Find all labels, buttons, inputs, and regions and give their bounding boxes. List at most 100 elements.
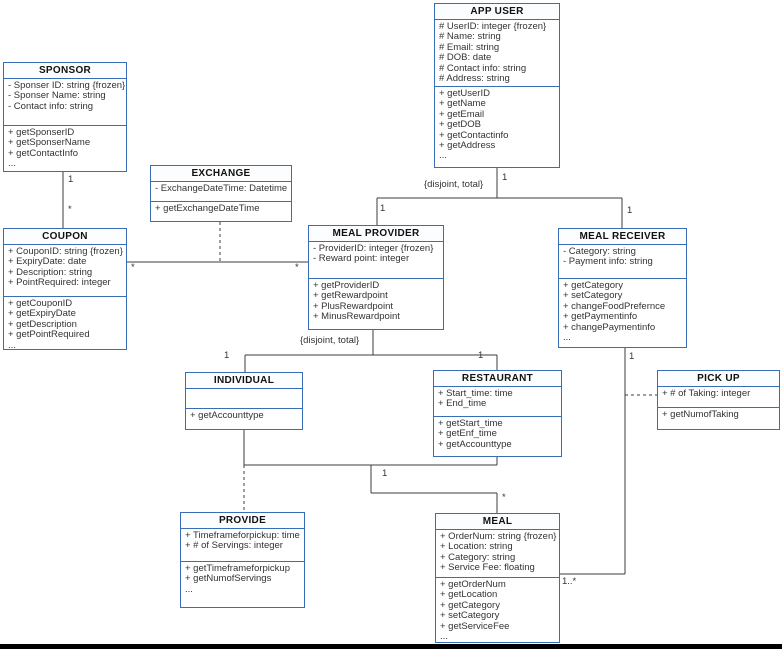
class-method: + getDescription — [8, 318, 77, 330]
mult-provider-assoc-star: * — [295, 262, 299, 273]
class-method: + setCategory — [440, 610, 500, 622]
class-methods-section: + getTimeframeforpickup+ getNumofServing… — [181, 562, 304, 607]
class-method: + getNumofTaking — [662, 409, 739, 420]
class-attribute: - Reward point: integer — [313, 253, 410, 265]
class-methods-section: + getProviderID+ getRewardpoint+ PlusRew… — [309, 279, 443, 329]
class-attribute: + OrderNum: string {frozen} — [440, 531, 557, 542]
class-exchange[interactable]: EXCHANGE- ExchangeDateTime: Datetime + ge… — [150, 165, 292, 222]
class-method: + getCategory — [440, 599, 500, 611]
class-pick-up[interactable]: PICK UP+ # of Taking: integer + getNumofT… — [657, 370, 780, 430]
class-meal[interactable]: MEAL+ OrderNum: string {frozen}+ Locatio… — [435, 513, 560, 643]
class-attribute: + PointRequired: integer — [8, 277, 111, 289]
class-method: + getSponserID — [8, 127, 75, 138]
class-individual[interactable]: INDIVIDUAL + getAccounttype — [185, 372, 303, 430]
mult-provide-assoc-1: 1 — [382, 468, 388, 479]
class-methods-section: + getUserID+ getName+ getEmail+ getDOB+ … — [435, 87, 559, 167]
class-attribute: # DOB: date — [439, 52, 492, 64]
class-method: + getAddress — [439, 140, 496, 152]
class-meal-receiver[interactable]: MEAL RECEIVER- Category: string- Payment… — [558, 228, 687, 348]
class-attribute: + # of Taking: integer — [662, 388, 751, 399]
class-method: + PlusRewardpoint — [313, 300, 394, 312]
class-attributes-section: + CouponID: string {frozen}+ ExpiryDate:… — [4, 245, 126, 297]
mult-coupon-side-star: * — [68, 204, 72, 215]
class-app-user[interactable]: APP USER# UserID: integer {frozen}# Name… — [434, 3, 560, 168]
class-attribute: - Sponser ID: string {frozen} — [8, 80, 126, 91]
class-method: ... — [439, 150, 447, 162]
class-method: + getUserID — [439, 88, 490, 99]
class-provide[interactable]: PROVIDE+ Timeframeforpickup: time+ # of … — [180, 512, 305, 608]
class-method: + getServiceFee — [440, 620, 510, 632]
class-meal-provider[interactable]: MEAL PROVIDER- ProviderID: integer {froz… — [308, 225, 444, 330]
class-attribute: # Email: string — [439, 41, 500, 53]
class-title: MEAL — [436, 514, 559, 530]
class-attributes-section: - Sponser ID: string {frozen}- Sponser N… — [4, 79, 126, 126]
class-title: PROVIDE — [181, 513, 304, 529]
class-method: + getAccounttype — [438, 438, 512, 450]
mult-appuser-1: 1 — [502, 172, 508, 183]
class-title: EXCHANGE — [151, 166, 291, 182]
class-method: + getSponserName — [8, 137, 91, 149]
class-attribute: # UserID: integer {frozen} — [439, 21, 547, 32]
class-method: + getPointRequired — [8, 329, 90, 341]
class-method: + getEmail — [439, 108, 485, 120]
class-attribute: - ExchangeDateTime: Datetime — [155, 183, 288, 194]
class-methods-section: + getOrderNum+ getLocation+ getCategory+… — [436, 578, 559, 642]
class-attributes-section: + Start_time: time+ End_time — [434, 387, 561, 417]
class-method: + getContactinfo — [439, 129, 509, 141]
class-attribute: # Name: string — [439, 31, 501, 43]
mult-mealprovider-top-1: 1 — [380, 203, 386, 214]
class-methods-section: + getStart_time+ getEnf_time+ getAccount… — [434, 417, 561, 456]
class-method: + getName — [439, 98, 486, 110]
class-method: + getAccounttype — [190, 410, 264, 421]
class-title: SPONSOR — [4, 63, 126, 79]
class-attributes-section: + OrderNum: string {frozen}+ Location: s… — [436, 530, 559, 578]
class-method: + MinusRewardpoint — [313, 311, 400, 323]
class-title: MEAL PROVIDER — [309, 226, 443, 242]
class-title: APP USER — [435, 4, 559, 20]
class-method: ... — [563, 332, 571, 344]
mult-mealreceiver-bottom-1: 1 — [629, 351, 635, 362]
class-method: + getOrderNum — [440, 579, 506, 590]
class-method: + getCouponID — [8, 298, 73, 309]
mult-sponsor-side-1: 1 — [68, 174, 74, 185]
class-title: MEAL RECEIVER — [559, 229, 686, 245]
class-title: COUPON — [4, 229, 126, 245]
class-attributes-section: # UserID: integer {frozen}# Name: string… — [435, 20, 559, 87]
class-attributes-section: - ProviderID: integer {frozen}- Reward p… — [309, 242, 443, 279]
class-method: + getExpiryDate — [8, 308, 76, 320]
mult-restaurant-top-1: 1 — [478, 350, 484, 361]
class-method: + changeFoodPrefernce — [563, 300, 666, 312]
class-methods-section: + getExchangeDateTime — [151, 202, 291, 221]
class-sponsor[interactable]: SPONSOR- Sponser ID: string {frozen}- Sp… — [3, 62, 127, 172]
class-method: + getNumofServings — [185, 573, 272, 585]
class-attribute: + Description: string — [8, 266, 93, 278]
class-method: + getProviderID — [313, 280, 380, 291]
mult-coupon-assoc-star: * — [131, 262, 135, 273]
class-restaurant[interactable]: RESTAURANT+ Start_time: time+ End_time+ … — [433, 370, 562, 457]
class-method: + getDOB — [439, 119, 481, 131]
class-attribute: + # of Servings: integer — [185, 540, 283, 552]
class-methods-section: + getAccounttype — [186, 409, 302, 429]
class-attribute: + Service Fee: floating — [440, 562, 535, 574]
class-method: + setCategory — [563, 290, 623, 302]
class-title: INDIVIDUAL — [186, 373, 302, 389]
class-method: + getPaymentinfo — [563, 311, 638, 323]
class-attributes-section — [186, 389, 302, 409]
class-attribute: + Category: string — [440, 551, 516, 563]
class-attributes-section: + Timeframeforpickup: time+ # of Serving… — [181, 529, 304, 562]
class-method: + getExchangeDateTime — [155, 203, 260, 214]
class-method: + getContactInfo — [8, 147, 78, 159]
class-attribute: + CouponID: string {frozen} — [8, 246, 123, 257]
class-attribute: + Location: string — [440, 541, 513, 553]
mult-meal-assoc-star: * — [502, 492, 506, 503]
window-bottom-bar — [0, 644, 782, 649]
class-attribute: - Sponser Name: string — [8, 90, 106, 102]
class-attributes-section: + # of Taking: integer — [658, 387, 779, 408]
class-attribute: + End_time — [438, 398, 487, 410]
class-method: ... — [8, 158, 16, 170]
class-coupon[interactable]: COUPON+ CouponID: string {frozen}+ Expir… — [3, 228, 127, 350]
class-title: RESTAURANT — [434, 371, 561, 387]
class-methods-section: + getNumofTaking — [658, 408, 779, 429]
class-title: PICK UP — [658, 371, 779, 387]
